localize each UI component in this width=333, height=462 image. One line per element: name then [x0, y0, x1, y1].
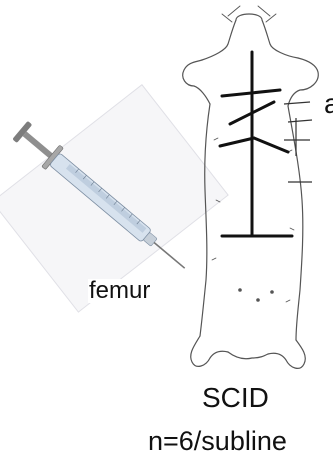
injection-site-label: femur — [88, 279, 151, 303]
top-fragment-label: a — [324, 90, 333, 118]
syringe-plunger-rod — [23, 132, 53, 158]
syringe-needle — [154, 242, 185, 268]
strain-label: SCID — [202, 384, 269, 412]
dissection-lines — [220, 52, 292, 236]
sample-size-label: n=6/subline — [148, 428, 287, 455]
reference-ticks — [284, 102, 312, 182]
